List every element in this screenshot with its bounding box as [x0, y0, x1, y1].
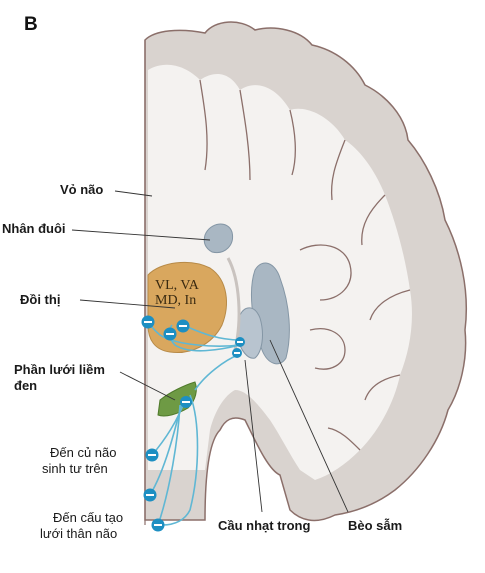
thalamic-nuclei-label-2: MD, In [155, 293, 197, 308]
label-to-reticular-formation-1: Đến cấu tạo [53, 510, 124, 525]
inhibitory-neuron-icon [141, 315, 155, 329]
inhibitory-neuron-icon [180, 396, 192, 408]
label-thalamus: Đồi thị [20, 292, 61, 307]
white-matter [148, 64, 412, 480]
caudate-nucleus [203, 223, 234, 254]
label-to-reticular-formation-2: lưới thân não [40, 526, 118, 541]
label-globus-pallidus-internal: Cầu nhạt trong [218, 518, 311, 533]
label-to-superior-colliculus-1: Đến củ não [50, 445, 117, 460]
inhibitory-neuron-icon-group [141, 315, 245, 532]
inhibitory-neuron-icon [163, 327, 177, 341]
globus-pallidus [237, 307, 263, 359]
inhibitory-neuron-icon [232, 348, 242, 358]
label-putamen: Bèo sẫm [348, 518, 403, 533]
label-caudate: Nhân đuôi [2, 221, 66, 236]
inhibitory-neuron-icon [143, 488, 157, 502]
thalamic-nuclei-label-1: VL, VA [155, 278, 199, 293]
label-cortex: Vỏ não [60, 182, 104, 197]
label-substantia-nigra-1: Phần lưới liềm [14, 362, 105, 377]
inhibitory-neuron-icon [235, 337, 245, 347]
label-substantia-nigra-2: đen [14, 378, 38, 393]
label-to-superior-colliculus-2: sinh tư trên [42, 461, 108, 476]
panel-letter: B [24, 14, 38, 35]
leader-lines [71, 190, 349, 513]
inhibitory-neuron-icon [176, 319, 190, 333]
inhibitory-neuron-icon [151, 518, 165, 532]
inhibitory-neuron-icon [145, 448, 159, 462]
